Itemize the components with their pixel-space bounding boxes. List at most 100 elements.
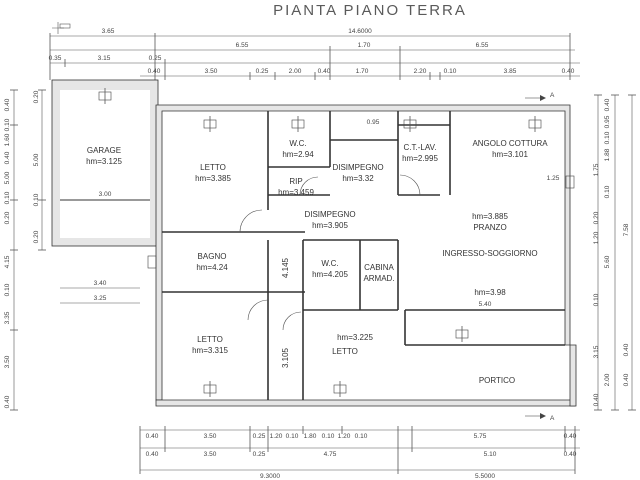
- dim-bot-r2-5: 0.40: [564, 451, 577, 458]
- dim-top-r1-0: 3.65: [102, 28, 115, 35]
- dim-left-1: 0.10: [4, 118, 11, 131]
- dim-right-small-1: 0.95: [367, 119, 380, 126]
- letto3-height: hm=3.225: [337, 333, 373, 342]
- letto3-name: LETTO: [332, 347, 358, 356]
- dim-right-4: 1.75: [593, 163, 600, 176]
- ingresso-sub: 5.40: [479, 301, 492, 308]
- dim-right-1: 0.95: [604, 115, 611, 128]
- dim-right-11: 2.00: [604, 373, 611, 386]
- dim-top-r3-8: 3.85: [504, 68, 517, 75]
- dim-left-10: 3.50: [4, 355, 11, 368]
- dim-bot-r1-8: 0.10: [355, 433, 368, 440]
- letto1-name: LETTO: [200, 163, 226, 172]
- dim-right-small-0: 1.25: [547, 175, 560, 182]
- dim-top-r2-0: 0.35: [49, 55, 62, 62]
- section-a-label-bottom: A: [550, 415, 555, 422]
- dim-right-9: 0.10: [593, 293, 600, 306]
- dim-left-inner-1: 5.00: [33, 153, 40, 166]
- ingresso-name: INGRESSO-SOGGIORNO: [442, 249, 537, 258]
- dim-top-r3-2: 0.25: [256, 68, 269, 75]
- dim-top-r3-9: 0.40: [562, 68, 575, 75]
- dim-bot-r2-4: 5.10: [484, 451, 497, 458]
- dim-top-r3-4: 0.40: [318, 68, 331, 75]
- dim-top-r3-1: 3.50: [205, 68, 218, 75]
- right-dimensions: 0.40 0.95 0.10 1.88 1.75 0.10 0.20 1.20 …: [367, 94, 636, 411]
- rip-name: RIP: [289, 177, 302, 186]
- dim-bot-r1-10: 0.40: [564, 433, 577, 440]
- dim-right-3: 1.88: [604, 148, 611, 161]
- dim-left-8: 0.10: [4, 283, 11, 296]
- letto2-height: hm=3.315: [192, 346, 228, 355]
- dim-bot-r3-1: 5.5000: [475, 473, 495, 480]
- wc2-name: W.C.: [321, 259, 338, 268]
- dim-bot-r1-3: 1.20: [270, 433, 283, 440]
- portico-name: PORTICO: [479, 376, 515, 385]
- letto1-height: hm=3.385: [195, 174, 231, 183]
- window-markers: [98, 88, 575, 397]
- dim-left-inner-2: 0.10: [33, 193, 40, 206]
- left-dimensions: 0.40 0.10 1.60 0.40 5.00 0.10 0.20 4.15 …: [4, 89, 140, 411]
- dim-bot-r1-1: 3.50: [204, 433, 217, 440]
- dim-right-outer-1: 0.40: [623, 343, 630, 356]
- garage-height: hm=3.125: [86, 157, 122, 166]
- wc1-height: hm=2.94: [282, 150, 314, 159]
- dim-right-10: 3.15: [593, 345, 600, 358]
- dim-bot-r1-9: 5.75: [474, 433, 487, 440]
- cabina-name: CABINA: [364, 263, 394, 272]
- dim-bot-r1-4: 0.10: [286, 433, 299, 440]
- wc1-name: W.C.: [289, 139, 306, 148]
- hall-height: 4.145: [281, 257, 290, 278]
- dim-top-r2-5: 6.55: [476, 42, 489, 49]
- dim-top-r1-1: 14.6000: [348, 28, 372, 35]
- dim-left-inner-3: 0.20: [33, 230, 40, 243]
- room-labels: GARAGE hm=3.125 3.00 LETTO hm=3.385 W.C.…: [86, 139, 548, 385]
- wc2-height: hm=4.205: [312, 270, 348, 279]
- dim-bot-r2-3: 4.75: [324, 451, 337, 458]
- section-a-label-top: A: [550, 92, 555, 99]
- dim-left-11: 0.40: [4, 395, 11, 408]
- outer-wall-bottom: [155, 399, 576, 407]
- pranzo-name: PRANZO: [473, 223, 506, 232]
- dim-left-4: 5.00: [4, 171, 11, 184]
- dim-left-side-1: 3.25: [94, 295, 107, 302]
- dim-bot-r1-5: 1.80: [304, 433, 317, 440]
- dim-top-r2-3: 6.55: [236, 42, 249, 49]
- top-left-marker: [52, 22, 71, 34]
- dim-right-6: 0.20: [593, 211, 600, 224]
- disimpegno2-height: hm=3.905: [312, 221, 348, 230]
- disimpegno2-name: DISIMPEGNO: [304, 210, 355, 219]
- dim-bot-r1-2: 0.25: [253, 433, 266, 440]
- rip-height: hm=3.459: [278, 188, 314, 197]
- section-marker-a: A A: [525, 92, 555, 422]
- dim-top-r2-2: 0.25: [149, 55, 162, 62]
- dim-top-r3-3: 2.00: [289, 68, 302, 75]
- dim-right-5: 0.10: [604, 185, 611, 198]
- doors: [239, 174, 421, 331]
- garage-name: GARAGE: [87, 146, 121, 155]
- dim-left-inner-0: 0.20: [33, 90, 40, 103]
- bagno-height: hm=4.24: [196, 263, 228, 272]
- dim-bot-r2-0: 0.40: [146, 451, 159, 458]
- top-dimensions: 3.65 14.6000 0.35 3.15 0.25 6.55 1.70 6.…: [49, 28, 580, 80]
- dim-top-r2-4: 1.70: [358, 42, 371, 49]
- dim-bot-r2-1: 3.50: [204, 451, 217, 458]
- dim-right-7: 1.20: [593, 231, 600, 244]
- dim-right-outer-0: 7.58: [623, 223, 630, 236]
- dim-left-7: 4.15: [4, 255, 11, 268]
- angolo-height: hm=3.101: [492, 150, 528, 159]
- dim-left-side-0: 3.40: [94, 280, 107, 287]
- angolo-name: ANGOLO COTTURA: [472, 139, 548, 148]
- disimpegno1-name: DISIMPEGNO: [332, 163, 383, 172]
- ctlav-height: hm=2.995: [402, 154, 438, 163]
- walls: [51, 79, 577, 407]
- dim-left-9: 3.35: [4, 311, 11, 324]
- dim-left-6: 0.20: [4, 211, 11, 224]
- dim-right-outer-2: 0.40: [623, 373, 630, 386]
- dim-left-3: 0.40: [4, 151, 11, 164]
- ingresso-height: hm=3.98: [474, 288, 506, 297]
- plan-title: PIANTA PIANO TERRA: [273, 2, 467, 19]
- dim-bot-r3-0: 9.3000: [260, 473, 280, 480]
- letto2-name: LETTO: [197, 335, 223, 344]
- dim-top-r3-5: 1.70: [356, 68, 369, 75]
